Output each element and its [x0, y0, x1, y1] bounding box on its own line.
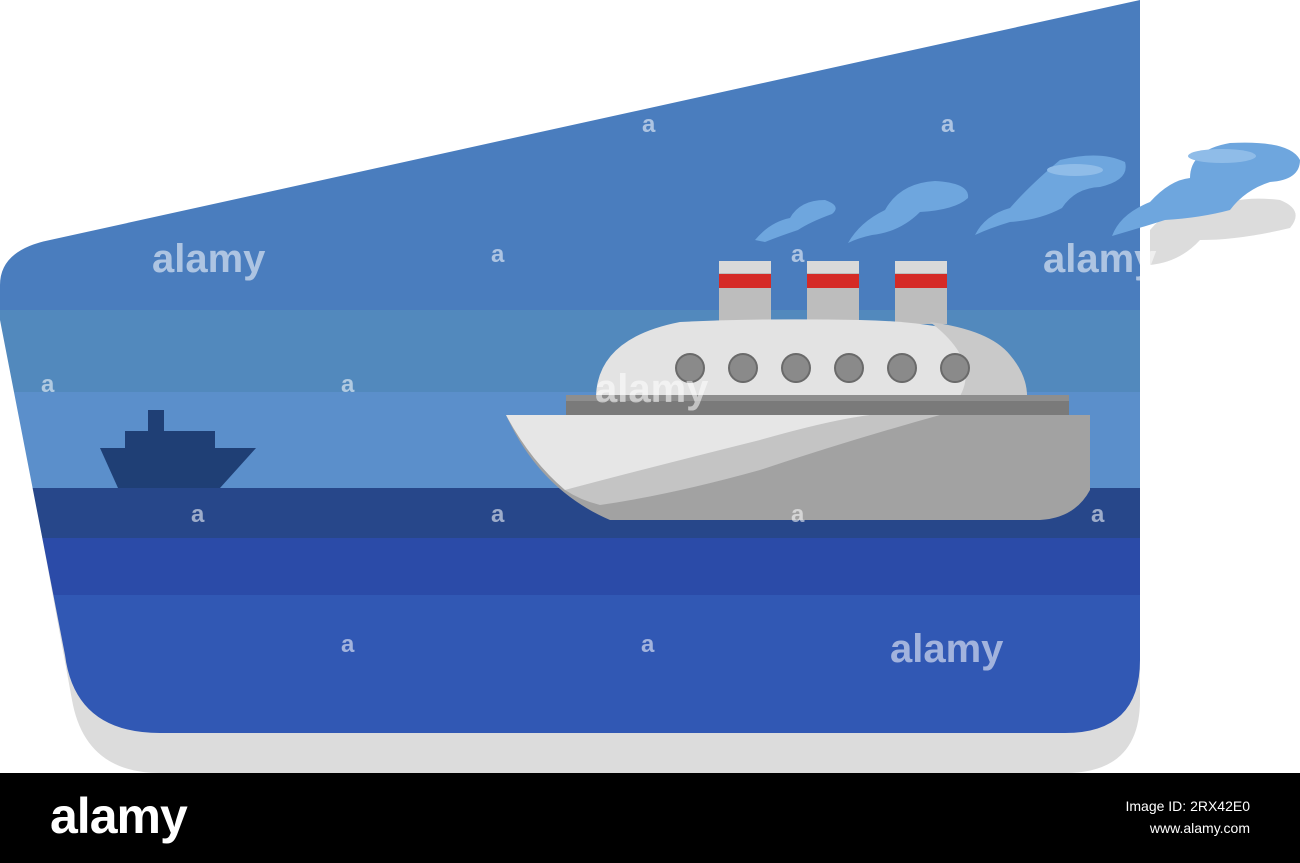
smoke-puff-3 [975, 155, 1126, 235]
porthole [781, 353, 811, 383]
watermark: a [41, 371, 55, 398]
portholes [675, 353, 970, 383]
ship-deck-top [566, 395, 1069, 401]
ship-hull-light [506, 415, 870, 490]
watermark: a [941, 111, 955, 138]
porthole [887, 353, 917, 383]
porthole [728, 353, 758, 383]
watermark: a [341, 371, 355, 398]
watermark: a [791, 241, 805, 268]
watermark: a [491, 241, 505, 268]
porthole [834, 353, 864, 383]
ship-hull-mid [565, 415, 940, 505]
watermark: alamy [595, 367, 709, 411]
smoke-highlight [1188, 149, 1256, 163]
funnel [895, 261, 947, 324]
cruise-ship [506, 261, 1090, 520]
watermark: a [491, 501, 505, 528]
watermarks: alamy alamy alamy alamy a a a a a a a a … [41, 111, 1157, 671]
porthole [675, 353, 705, 383]
watermark: alamy [152, 237, 266, 281]
porthole [940, 353, 970, 383]
watermark: a [341, 631, 355, 658]
sea-mid [0, 538, 1140, 595]
funnel [719, 261, 771, 324]
smoke-puff-2 [848, 181, 969, 243]
watermark: alamy [890, 627, 1004, 671]
funnel [807, 261, 859, 324]
sea-near [0, 595, 1140, 733]
ship-cabin [596, 319, 1027, 396]
watermark: a [1091, 501, 1105, 528]
smoke-puff-4 [1112, 142, 1300, 236]
ship-cabin-shade [930, 322, 1027, 396]
watermark: a [641, 631, 655, 658]
smoke-highlight [1047, 164, 1103, 176]
site-url: www.alamy.com [1149, 820, 1250, 836]
smoke [755, 142, 1300, 265]
illustration: alamy alamy alamy alamy a a a a a a a a … [0, 0, 1300, 773]
watermark: a [642, 111, 656, 138]
image-id: Image ID: 2RX42E0 [1125, 798, 1250, 814]
watermark: a [191, 501, 205, 528]
watermark: a [791, 501, 805, 528]
image-info: Image ID: 2RX42E0 www.alamy.com [1125, 795, 1250, 839]
footer-bar: alamy Image ID: 2RX42E0 www.alamy.com [0, 773, 1300, 863]
distant-ship [100, 410, 256, 488]
watermark: alamy [1043, 237, 1157, 281]
alamy-logo: alamy [50, 788, 188, 844]
smoke-puff-1 [755, 200, 836, 242]
